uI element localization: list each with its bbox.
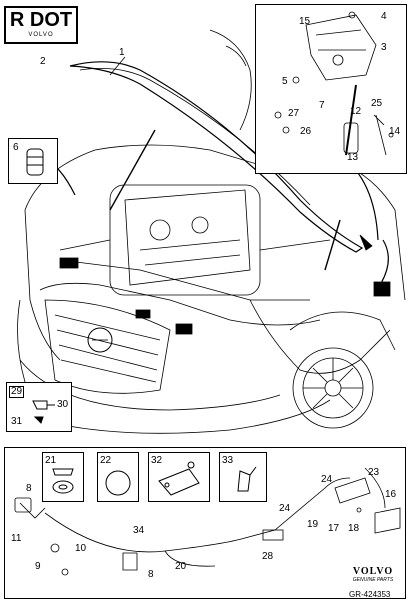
callout-10: 10 [75, 543, 87, 554]
brand-name: VOLVO [352, 566, 394, 577]
part-21-tile: 21 [42, 452, 84, 502]
callout-16: 16 [385, 489, 397, 500]
callout-3: 3 [381, 42, 387, 53]
part-29-box: 29 30 31 [6, 382, 72, 432]
callout-2: 2 [40, 56, 46, 67]
callout-8a: 8 [26, 483, 32, 494]
part-32-tile: 32 [148, 452, 210, 502]
volvo-parts-logo: VOLVO GENUINE PARTS [340, 566, 406, 583]
callout-4: 4 [381, 11, 387, 22]
callout-23: 23 [368, 467, 380, 478]
callout-33: 33 [222, 455, 234, 466]
grommet-icon [52, 468, 74, 494]
callout-27: 27 [288, 108, 300, 119]
callout-6: 6 [13, 142, 19, 153]
callout-5: 5 [282, 76, 288, 87]
callout-22: 22 [100, 455, 112, 466]
callout-28: 28 [262, 551, 274, 562]
clip-icon [32, 400, 55, 424]
clip-connector-icon [237, 466, 257, 492]
callout-21: 21 [45, 455, 57, 466]
callout-24b: 24 [279, 503, 291, 514]
badge-text: R DOT [9, 9, 73, 31]
callout-26: 26 [300, 126, 312, 137]
callout-14: 14 [389, 126, 401, 137]
release-cable-icon [14, 467, 401, 576]
release-cable-box: 21 22 32 33 [4, 447, 406, 599]
callout-25: 25 [371, 98, 383, 109]
callout-30: 30 [57, 399, 69, 410]
hinge-detail-box: 15 4 3 5 7 27 26 12 25 14 13 [255, 4, 407, 174]
callout-29: 29 [9, 386, 25, 398]
bump-stop-icon [26, 148, 44, 176]
cap-icon [105, 470, 131, 496]
r-dot-badge: R DOT VOLVO [4, 6, 78, 44]
reference-number: GR-424353 [349, 590, 391, 599]
callout-19: 19 [307, 519, 319, 530]
brand-tagline: GENUINE PARTS [352, 577, 394, 583]
callout-9: 9 [35, 561, 41, 572]
callout-8b: 8 [148, 569, 154, 580]
callout-18: 18 [348, 523, 360, 534]
badge-maker: VOLVO [28, 32, 54, 38]
callout-17: 17 [328, 523, 340, 534]
bracket-icon [158, 461, 200, 496]
callout-1: 1 [119, 47, 125, 58]
callout-12: 12 [350, 106, 362, 117]
callout-7: 7 [319, 100, 325, 111]
callout-13: 13 [347, 152, 359, 163]
part-6-box: 6 [8, 138, 58, 184]
callout-15: 15 [299, 16, 311, 27]
part-22-tile: 22 [97, 452, 139, 502]
callout-24a: 24 [321, 474, 333, 485]
callout-11: 11 [11, 533, 22, 544]
callout-32: 32 [151, 455, 163, 466]
hinge-assembly-icon [274, 11, 394, 156]
callout-34: 34 [133, 525, 145, 536]
callout-20: 20 [175, 561, 187, 572]
callout-31: 31 [11, 416, 23, 427]
part-33-tile: 33 [219, 452, 267, 502]
